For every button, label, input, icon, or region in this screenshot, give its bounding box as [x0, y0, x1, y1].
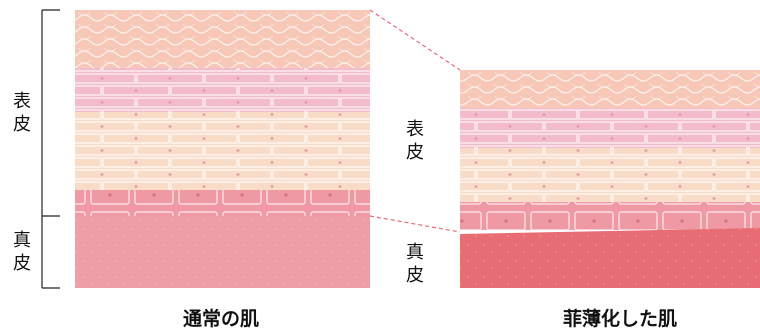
thin-skin-block	[460, 70, 760, 288]
layer-bracket	[41, 9, 60, 289]
dermis-label-right: 真 皮	[406, 242, 424, 286]
dermis-label-left: 真 皮	[13, 230, 31, 274]
epidermis-label-left: 表 皮	[13, 91, 31, 135]
normal-skin-block	[75, 10, 370, 288]
caption-normal-skin: 通常の肌	[182, 308, 259, 330]
caption-thin-skin: 菲薄化した肌	[562, 308, 677, 330]
epidermis-label-right: 表 皮	[406, 119, 424, 163]
connector-line-top	[369, 9, 461, 71]
connector-line-bottom	[369, 215, 461, 233]
